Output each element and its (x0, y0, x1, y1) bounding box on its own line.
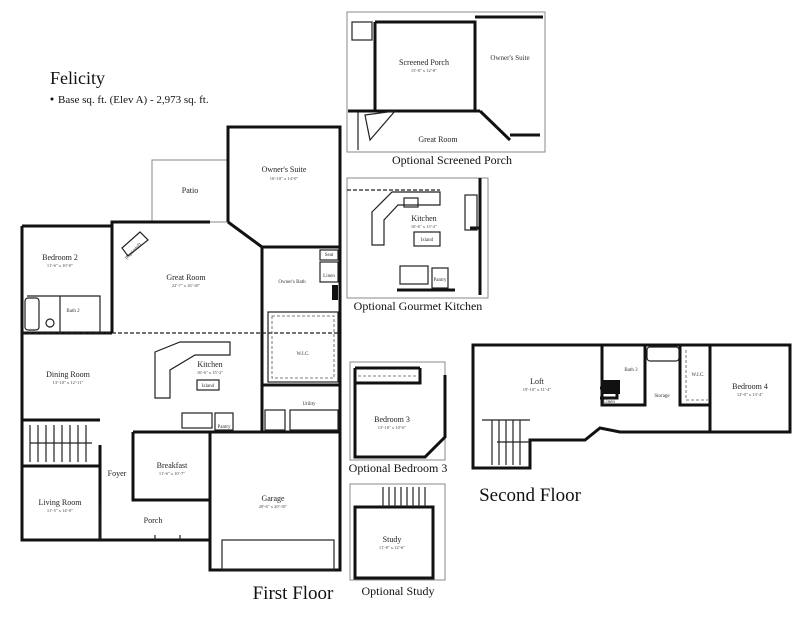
optional-gourmet-kitchen-caption: Optional Gourmet Kitchen (354, 299, 483, 313)
bullet-icon (50, 97, 54, 101)
gourmet-pantry-label: Pantry (433, 278, 447, 283)
living-room-label: Living Room (39, 498, 83, 507)
bedroom4-label: Bedroom 4 (732, 382, 768, 391)
bedroom3-label: Bedroom 3 (374, 415, 410, 424)
kitchen-label: Kitchen (197, 360, 222, 369)
foyer-label: Foyer (108, 469, 127, 478)
bedroom2-label: Bedroom 2 (42, 253, 78, 262)
bedroom2-dim: 11'-6" x 10'-0" (47, 263, 73, 268)
study-label: Study (383, 535, 402, 544)
owners-bath-label: Owner's Bath (278, 280, 306, 285)
pantry-label: Pantry (217, 425, 231, 430)
optional-screened-porch-caption: Optional Screened Porch (392, 153, 512, 167)
optional-bedroom3-caption: Optional Bedroom 3 (349, 461, 448, 475)
first-floor-label: First Floor (253, 583, 334, 604)
study-dim: 11'-8" x 12'-6" (379, 545, 405, 550)
great-room-dim: 22'-7" x 16'-10" (172, 283, 201, 288)
garage-dim: 20'-6" x 20'-10" (259, 504, 288, 509)
gourmet-kitchen-label: Kitchen (411, 214, 436, 223)
gourmet-island-label: Island (421, 238, 434, 243)
great-room-label: Great Room (166, 273, 206, 282)
loft-label: Loft (530, 377, 545, 386)
bath2-label: Bath 2 (66, 309, 80, 314)
bath3-label: Bath 3 (624, 368, 638, 373)
owners-suite-dim: 16'-10" x 14'-0" (270, 176, 299, 181)
seat-label: Seat (325, 253, 334, 258)
loft-dim: 19'-10" x 11'-4" (523, 387, 552, 392)
optional-gourmet-kitchen-plan (346, 177, 489, 299)
dining-room-dim: 13'-10" x 12'-11" (53, 380, 84, 385)
dining-room-label: Dining Room (46, 370, 91, 379)
storage-label: Storage (654, 394, 670, 399)
owners-suite-label: Owner's Suite (262, 165, 307, 174)
first-floor-plan (20, 125, 342, 572)
square-footage: Base sq. ft. (Elev A) - 2,973 sq. ft. (58, 94, 209, 106)
linen-label: Linen (323, 274, 335, 279)
fireplace-label: (Optional) (125, 242, 143, 260)
island-label: Island (202, 384, 215, 389)
kitchen-dim: 16'-6" x 15'-2" (197, 370, 223, 375)
second-wic-label: W.I.C. (691, 373, 704, 378)
living-room-dim: 11'-5" x 14'-0" (47, 508, 73, 513)
bedroom4-dim: 12'-0" x 13'-4" (737, 392, 763, 397)
wic-label: W.I.C. (296, 352, 309, 357)
breakfast-dim: 11'-6" x 10'-7" (159, 471, 185, 476)
optional-study-caption: Optional Study (361, 584, 434, 598)
optional-study-plan (349, 483, 446, 581)
optional-bedroom3-plan (349, 361, 447, 461)
screened-great-room-label: Great Room (418, 135, 458, 144)
plan-title: Felicity (50, 68, 105, 88)
utility-label: Utility (302, 402, 316, 407)
second-floor-plan (471, 343, 792, 470)
second-floor-label: Second Floor (479, 485, 582, 506)
porch-label: Porch (144, 516, 163, 525)
second-linen-label: Linen (603, 400, 615, 405)
breakfast-label: Breakfast (157, 461, 188, 470)
bedroom3-dim: 13'-10" x 10'-6" (378, 425, 407, 430)
screened-porch-label: Screened Porch (399, 58, 449, 67)
screened-porch-dim: 15'-8" x 12'-8" (411, 68, 437, 73)
patio-label: Patio (182, 186, 198, 195)
garage-label: Garage (261, 494, 285, 503)
optional-screened-porch-plan (346, 11, 546, 153)
gourmet-kitchen-dim: 16'-6" x 15'-2" (411, 224, 437, 229)
screened-owners-suite-label: Owner's Suite (490, 54, 529, 62)
